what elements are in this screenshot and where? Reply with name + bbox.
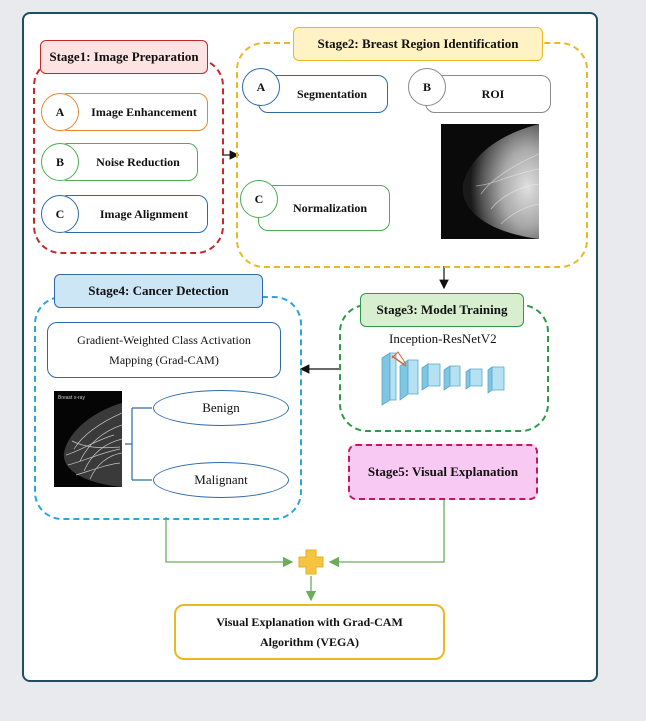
gradcam-line-2: Mapping (Grad-CAM) bbox=[109, 353, 219, 367]
output-line-2: Algorithm (VEGA) bbox=[260, 635, 359, 649]
stage1-item-a-badge: A bbox=[41, 93, 79, 131]
class-benign: Benign bbox=[153, 390, 289, 426]
stage1-title: Stage1: Image Preparation bbox=[40, 40, 208, 74]
output-line-1: Visual Explanation with Grad-CAM bbox=[216, 615, 403, 629]
arrow-stage5-to-plus bbox=[328, 498, 445, 568]
breast-xray-image: Breast x-ray bbox=[54, 391, 122, 487]
stage4-title: Stage4: Cancer Detection bbox=[54, 274, 263, 308]
network-architecture-icon bbox=[381, 351, 505, 406]
stage1-item-b-badge: B bbox=[41, 143, 79, 181]
stage3-model-name: Inception-ResNetV2 bbox=[389, 331, 497, 346]
gradcam-line-1: Gradient-Weighted Class Activation bbox=[77, 333, 251, 347]
stage2-title: Stage2: Breast Region Identification bbox=[293, 27, 543, 61]
stage3-title: Stage3: Model Training bbox=[360, 293, 524, 327]
gradcam-box: Gradient-Weighted Class Activation Mappi… bbox=[47, 322, 281, 378]
output-vega-box: Visual Explanation with Grad-CAM Algorit… bbox=[174, 604, 445, 660]
stage5-title: Stage5: Visual Explanation bbox=[348, 444, 538, 500]
stage1-item-c-badge: C bbox=[41, 195, 79, 233]
arrow-stage4-to-plus bbox=[165, 517, 294, 568]
class-malignant: Malignant bbox=[153, 462, 289, 498]
breast-xray-caption: Breast x-ray bbox=[58, 395, 85, 401]
stage2-item-normalization: Normalization bbox=[258, 185, 390, 231]
stage1-item-noise-reduction: Noise Reduction bbox=[58, 143, 198, 181]
stage1-item-image-enhancement: Image Enhancement bbox=[58, 93, 208, 131]
stage2-item-roi: ROI bbox=[425, 75, 551, 113]
stage1-item-image-alignment: Image Alignment bbox=[58, 195, 208, 233]
stage2-item-b-badge: B bbox=[408, 68, 446, 106]
plus-icon bbox=[298, 549, 324, 575]
mammogram-image bbox=[441, 124, 539, 239]
class-brace bbox=[125, 407, 152, 481]
stage2-item-c-badge: C bbox=[240, 180, 278, 218]
stage2-item-segmentation: Segmentation bbox=[258, 75, 388, 113]
stage2-item-a-badge: A bbox=[242, 68, 280, 106]
